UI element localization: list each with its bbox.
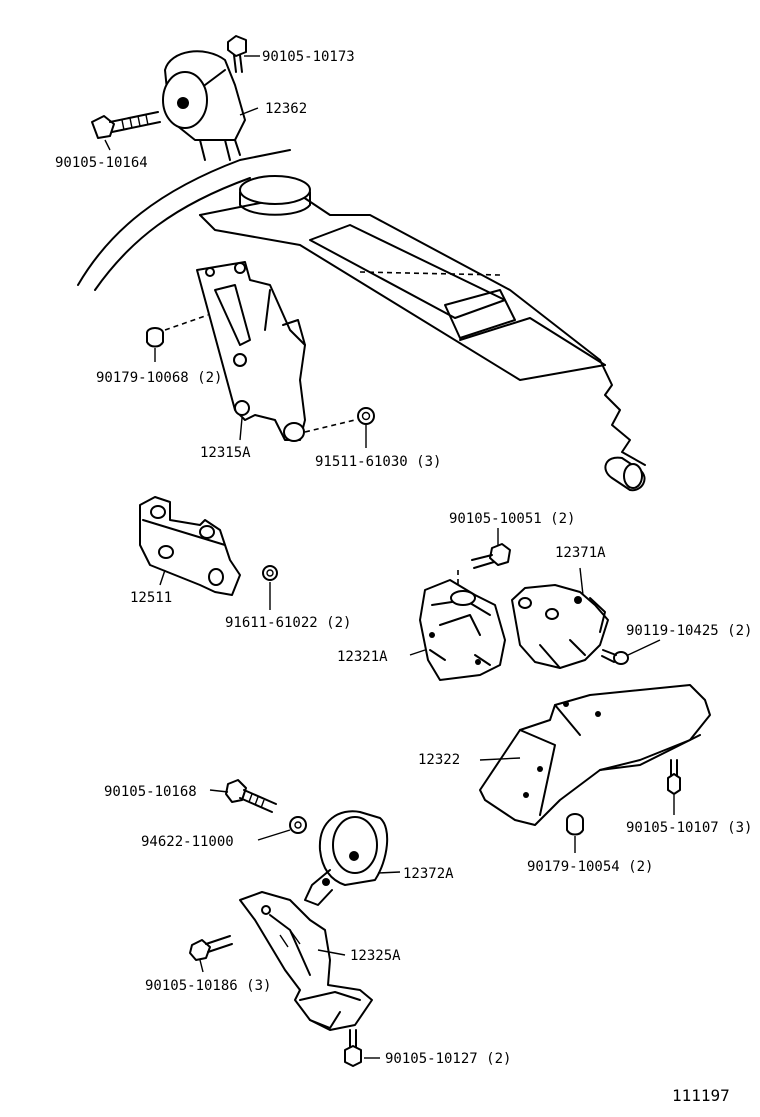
nut-91511-61030 bbox=[304, 407, 375, 433]
part-12511-bracket bbox=[139, 496, 241, 596]
diagram-id: 111197 bbox=[672, 1086, 730, 1105]
callout-90105-10164: 90105-10164 bbox=[55, 155, 148, 171]
part-12322-bracket bbox=[479, 684, 711, 826]
bolt-90105-10107 bbox=[667, 759, 681, 795]
callout-12322: 12322 bbox=[418, 752, 460, 768]
callout-90105-10127: 90105-10127 (2) bbox=[385, 1051, 511, 1067]
engine-block-outline bbox=[77, 149, 646, 492]
callout-12315A: 12315A bbox=[200, 445, 251, 461]
part-12371A-bracket bbox=[511, 584, 609, 669]
part-12315A-bracket bbox=[196, 261, 306, 442]
part-12321A-mount bbox=[419, 579, 506, 681]
callout-12372A: 12372A bbox=[403, 866, 454, 882]
bolt-90105-10186 bbox=[189, 935, 233, 961]
washer-94622-11000 bbox=[289, 816, 307, 834]
callout-91511-61030: 91511-61030 (3) bbox=[315, 454, 441, 470]
callout-90179-10068: 90179-10068 (2) bbox=[96, 370, 222, 386]
callout-90105-10107: 90105-10107 (3) bbox=[626, 820, 752, 836]
callout-90105-10186: 90105-10186 (3) bbox=[145, 978, 271, 994]
callout-94622-11000: 94622-11000 bbox=[141, 834, 234, 850]
bolt-90105-10127 bbox=[344, 1029, 362, 1067]
callout-90105-10168: 90105-10168 bbox=[104, 784, 197, 800]
bolt-90105-10168 bbox=[225, 779, 277, 813]
callout-12371A: 12371A bbox=[555, 545, 606, 561]
bolt-90105-10051 bbox=[457, 543, 511, 595]
callout-90105-10051: 90105-10051 (2) bbox=[449, 511, 575, 527]
bolt-90105-10173 bbox=[227, 35, 247, 73]
callout-91611-61022: 91611-61022 (2) bbox=[225, 615, 351, 631]
nut-90179-10054 bbox=[566, 813, 584, 836]
bolt-90105-10164 bbox=[91, 111, 161, 139]
callout-12362: 12362 bbox=[265, 101, 307, 117]
callout-90179-10054: 90179-10054 (2) bbox=[527, 859, 653, 875]
callout-90105-10173: 90105-10173 bbox=[262, 49, 355, 65]
leader-lines bbox=[104, 55, 675, 1059]
part-12372A-insulator bbox=[304, 810, 389, 906]
callout-12325A: 12325A bbox=[350, 948, 401, 964]
callout-labels: 90105-10173 12362 90105-10164 90179-1006… bbox=[55, 49, 752, 1105]
callout-12511: 12511 bbox=[130, 590, 172, 606]
nut-90179-10068 bbox=[146, 314, 209, 348]
bolt-90119-10425 bbox=[601, 649, 629, 665]
part-12362-mount bbox=[162, 50, 246, 161]
part-12325A-bracket bbox=[239, 891, 373, 1031]
callout-90119-10425: 90119-10425 (2) bbox=[626, 623, 752, 639]
callout-12321A: 12321A bbox=[337, 649, 388, 665]
nut-91611-61022 bbox=[262, 565, 278, 581]
